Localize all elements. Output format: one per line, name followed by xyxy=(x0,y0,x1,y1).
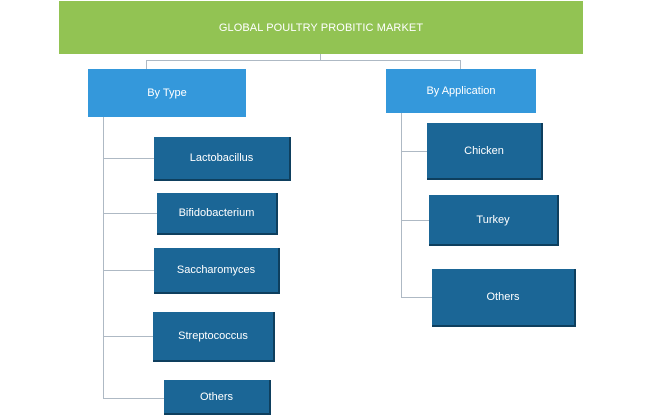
category-node-by-application: By Application xyxy=(386,69,536,113)
type-drop-connector xyxy=(146,60,147,69)
leaf-node-saccharomyces: Saccharomyces xyxy=(154,248,280,294)
type-branch-line xyxy=(103,336,153,337)
leaf-node-others-type: Others xyxy=(164,380,271,415)
leaf-node-chicken: Chicken xyxy=(427,123,543,180)
leaf-node-streptococcus: Streptococcus xyxy=(153,312,275,362)
leaf-node-turkey: Turkey xyxy=(429,195,559,246)
root-connector xyxy=(320,54,321,61)
branch-crossbar xyxy=(146,60,461,61)
type-branch-line xyxy=(103,398,164,399)
type-branch-line xyxy=(103,213,157,214)
category-node-by-type: By Type xyxy=(88,69,246,117)
type-branch-line xyxy=(103,270,154,271)
leaf-node-lactobacillus: Lactobacillus xyxy=(154,137,291,181)
application-branch-line xyxy=(401,220,429,221)
leaf-node-others-application: Others xyxy=(432,269,576,327)
application-drop-connector xyxy=(460,60,461,69)
type-trunk xyxy=(103,117,104,399)
application-branch-line xyxy=(401,297,432,298)
root-node: GLOBAL POULTRY PROBITIC MARKET xyxy=(59,1,583,54)
application-trunk xyxy=(401,113,402,298)
application-branch-line xyxy=(401,151,427,152)
leaf-node-bifidobacterium: Bifidobacterium xyxy=(157,193,278,235)
type-branch-line xyxy=(103,158,154,159)
